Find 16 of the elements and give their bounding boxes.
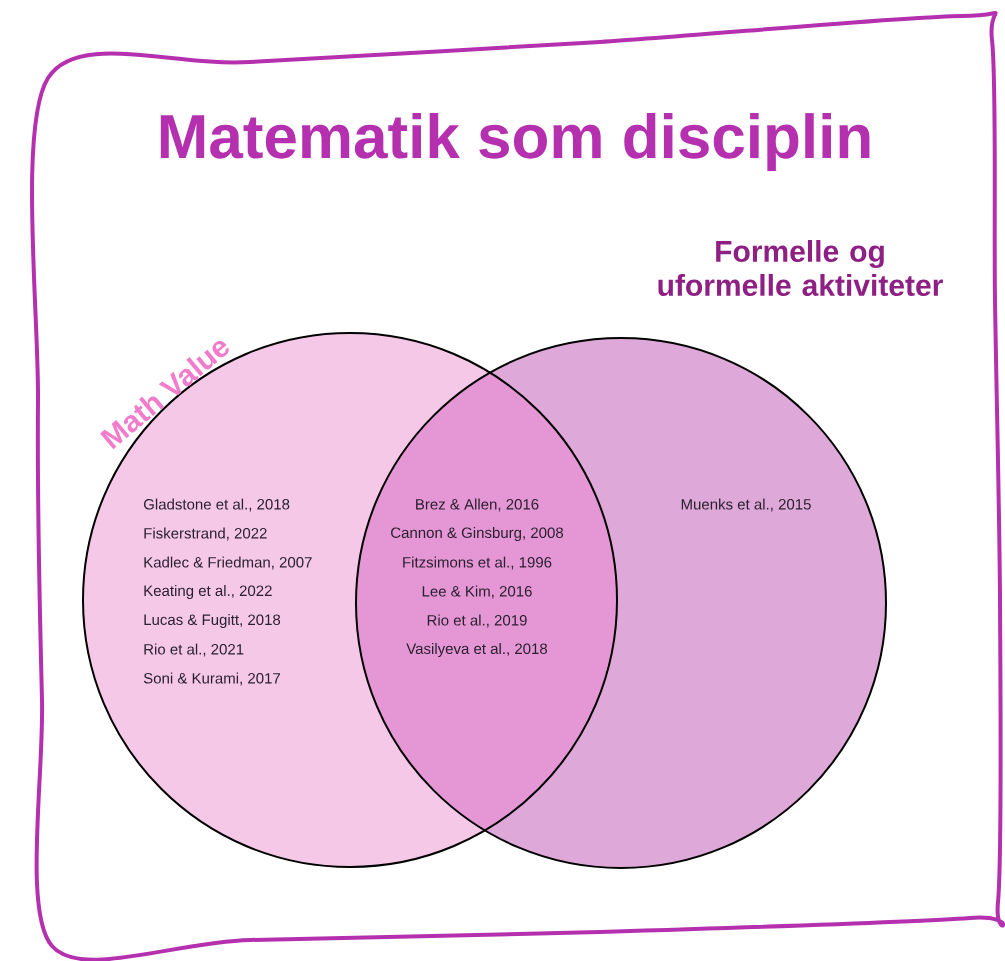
reference-text: Muenks et al., 2015 xyxy=(681,498,811,512)
reference-text: Rio et al., 2021 xyxy=(144,643,244,657)
reference-text: Fiskerstrand, 2022 xyxy=(144,527,267,541)
reference-text: Cannon & Ginsburg, 2008 xyxy=(391,527,564,541)
circle-heading: Formelle og uformelle aktiviteter xyxy=(658,240,943,296)
reference-text: Lee & Kim, 2016 xyxy=(422,585,532,599)
reference-text: Keating et al., 2022 xyxy=(144,585,272,599)
reference-text: Rio et al., 2019 xyxy=(427,614,527,628)
reference-text: Vasilyeva et al., 2018 xyxy=(406,643,548,657)
reference-text: Kadlec & Friedman, 2007 xyxy=(144,556,312,570)
reference-text: Brez & Allen, 2016 xyxy=(416,498,539,512)
reference-text: Soni & Kurami, 2017 xyxy=(143,672,280,686)
title: Matematik som disciplin xyxy=(160,113,870,171)
reference-text: Gladstone et al., 2018 xyxy=(143,498,290,512)
reference-text: Fitzsimons et al., 1996 xyxy=(403,556,552,570)
reference-text: Lucas & Fugitt, 2018 xyxy=(144,614,281,628)
